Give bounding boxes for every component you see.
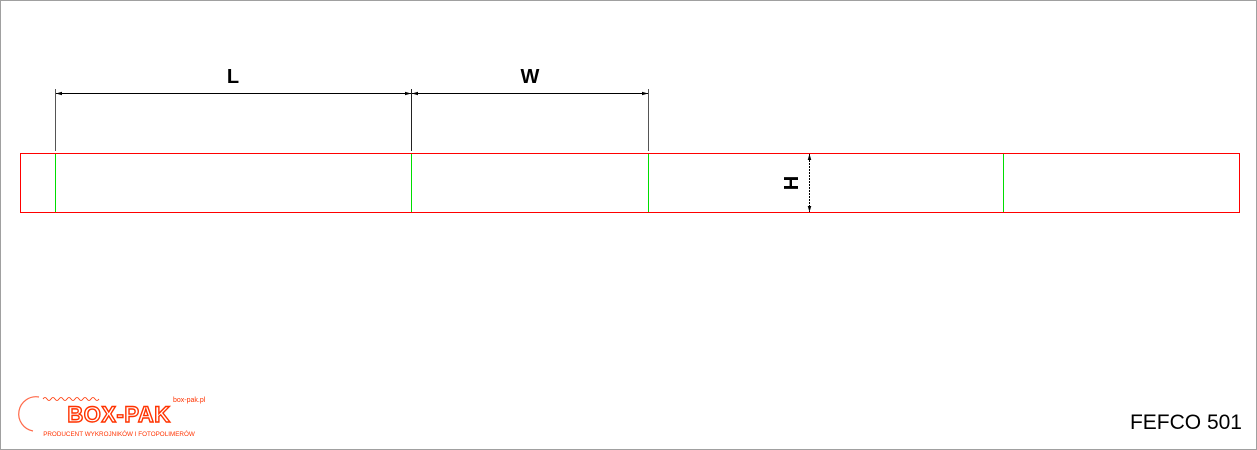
cut-outline (20, 153, 1240, 213)
height-label: H (781, 176, 803, 190)
svg-text:BOX-PAK: BOX-PAK (67, 402, 170, 427)
svg-text:PRODUCENT WYKROJNIKÓW I FOTOPO: PRODUCENT WYKROJNIKÓW I FOTOPOLIMERÓW (43, 429, 195, 438)
svg-text:box-pak.pl: box-pak.pl (173, 397, 206, 404)
length-label: L (227, 66, 239, 88)
width-label: W (521, 66, 540, 88)
box-pak-logo: BOX-PAK box-pak.pl PRODUCENT WYKROJNIKÓW… (18, 396, 206, 438)
fefco-style-code: FEFCO 501 (1129, 411, 1242, 434)
